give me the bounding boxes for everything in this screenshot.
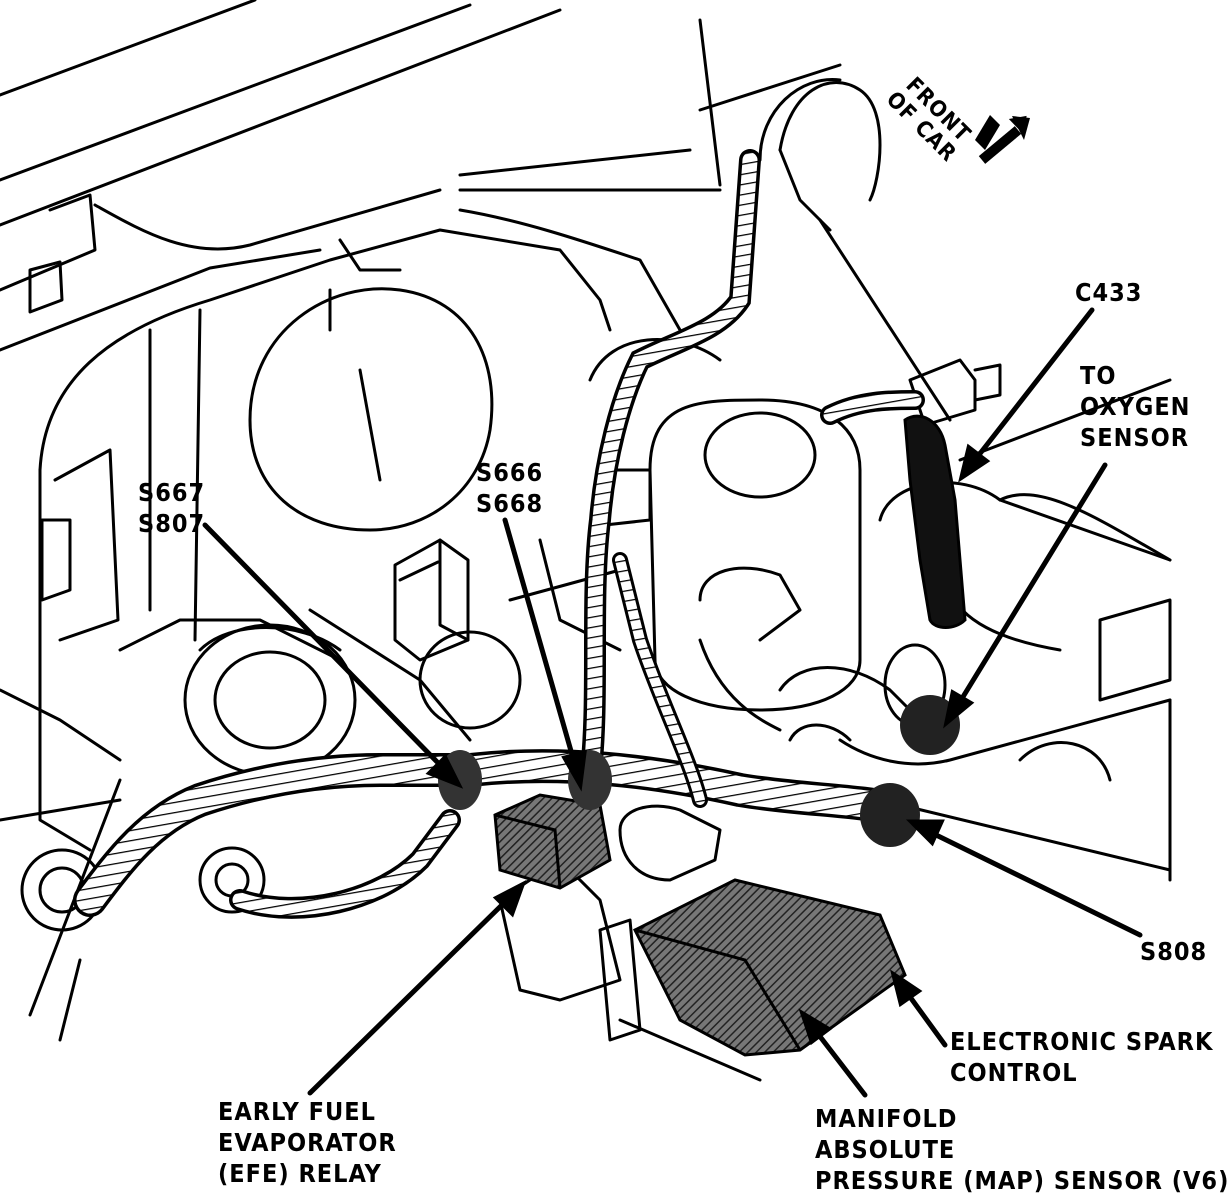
callout-lines bbox=[202, 307, 1143, 1098]
cowl-lines bbox=[0, 0, 842, 352]
label-esc-line-1: ELECTRONIC SPARK bbox=[950, 1027, 1214, 1056]
label-map-line-3: PRESSURE (MAP) SENSOR (V6) bbox=[815, 1166, 1229, 1195]
label-efe-line-2: EVAPORATOR bbox=[218, 1128, 397, 1157]
center-canister bbox=[598, 398, 862, 732]
label-oxygen-sensor: TO OXYGEN SENSOR bbox=[1080, 360, 1191, 453]
label-esc-line-2: CONTROL bbox=[950, 1058, 1078, 1087]
pulleys bbox=[183, 608, 522, 777]
front-arrow-icon bbox=[975, 115, 1030, 164]
label-efe-relay: EARLY FUEL EVAPORATOR (EFE) RELAY bbox=[218, 1096, 397, 1189]
label-s667: S667 bbox=[138, 478, 206, 507]
label-map-line-1: MANIFOLD bbox=[815, 1104, 958, 1133]
label-oxygen-line-1: TO bbox=[1080, 361, 1117, 390]
efe-relay-shape bbox=[493, 793, 612, 890]
label-map-line-2: ABSOLUTE bbox=[815, 1135, 956, 1164]
label-oxygen-line-3: SENSOR bbox=[1080, 423, 1190, 452]
label-s808: S808 bbox=[1140, 936, 1207, 967]
oxygen-sensor-lead bbox=[903, 414, 967, 629]
label-oxygen-line-2: OXYGEN bbox=[1080, 392, 1191, 421]
label-s667-s807: S667 S807 bbox=[138, 477, 205, 539]
label-s666-s668: S666 S668 bbox=[476, 457, 543, 519]
upper-hose bbox=[588, 78, 952, 422]
label-efe-line-3: (EFE) RELAY bbox=[218, 1159, 382, 1188]
label-efe-line-1: EARLY FUEL bbox=[218, 1097, 376, 1126]
label-electronic-spark-control: ELECTRONIC SPARK CONTROL bbox=[950, 1026, 1213, 1088]
engine-block bbox=[0, 208, 682, 852]
label-s808-line: S808 bbox=[1140, 937, 1208, 966]
air-canister bbox=[248, 287, 494, 532]
label-s668: S668 bbox=[476, 489, 544, 518]
label-c433-line: C433 bbox=[1075, 278, 1143, 307]
label-c433: C433 bbox=[1075, 277, 1142, 308]
map-sensor-shape bbox=[632, 878, 907, 1057]
label-s807: S807 bbox=[138, 509, 206, 538]
label-map-sensor: MANIFOLD ABSOLUTE PRESSURE (MAP) SENSOR … bbox=[815, 1103, 1229, 1196]
small-relay bbox=[393, 538, 470, 662]
label-s666: S666 bbox=[476, 458, 544, 487]
